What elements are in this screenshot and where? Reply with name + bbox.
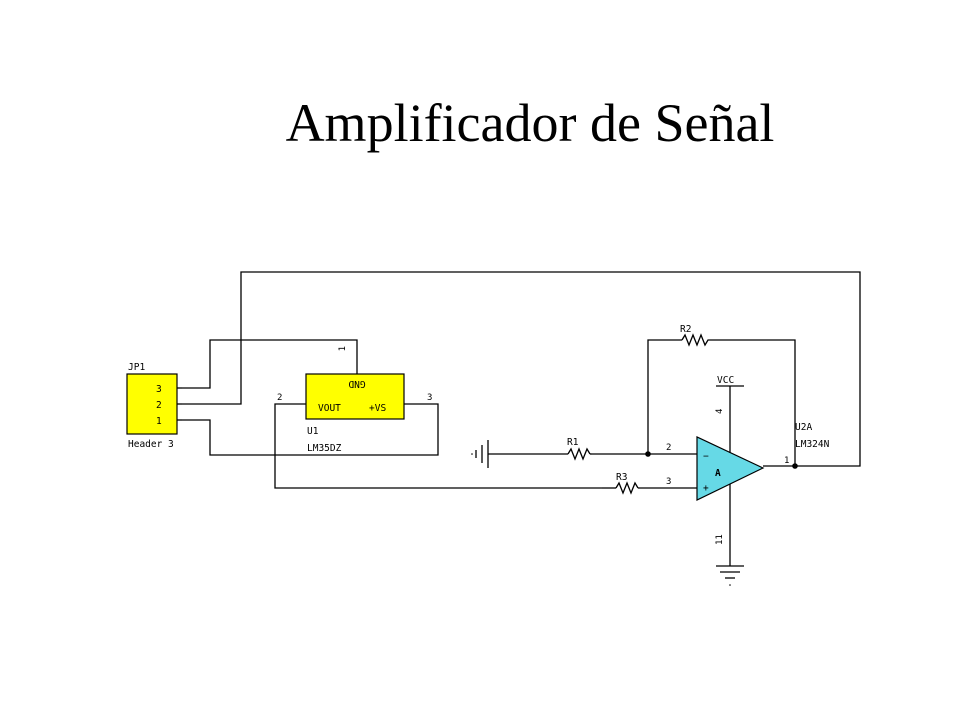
wire-header-pin1-to-vs — [182, 403, 439, 456]
jp1-ref: JP1 — [128, 362, 145, 373]
junction-dot — [792, 463, 798, 469]
u2a-ref: U2A — [795, 422, 812, 433]
wire-header-pin3-to-gnd — [182, 339, 358, 389]
resistor-r1: R1 — [550, 437, 592, 461]
opamp-pin-gnd: 11 — [715, 534, 725, 545]
jp1-pin-2: 2 — [156, 400, 162, 411]
wires — [182, 271, 861, 566]
opamp-pin-out: 1 — [784, 456, 789, 466]
jp1-value: Header 3 — [128, 439, 174, 450]
opamp-pin-vcc: 4 — [715, 409, 725, 414]
u1-vout-label: VOUT — [318, 403, 341, 414]
ground-symbol-bottom — [716, 565, 744, 586]
vcc-label: VCC — [717, 375, 734, 386]
jp1-header: JP1 3 2 1 Header 3 — [126, 362, 182, 450]
u1-body — [305, 373, 405, 420]
u1-value: LM35DZ — [307, 443, 342, 454]
wire-inv-to-r2 — [647, 339, 682, 454]
u1-gnd-label: GND — [348, 378, 365, 389]
jp1-pin-3: 3 — [156, 384, 162, 395]
opamp-plus: + — [703, 483, 709, 494]
junction-dot — [645, 451, 651, 457]
u1-ref: U1 — [307, 426, 319, 437]
resistor-r3: R3 — [602, 472, 640, 495]
page-title: Amplificador de Señal — [285, 93, 775, 153]
wire-output-to-header — [182, 271, 861, 467]
u2a-value: LM324N — [795, 439, 830, 450]
opamp-pin-inv: 2 — [666, 443, 671, 453]
u1-pin-vout: 2 — [277, 393, 282, 403]
jp1-body — [126, 373, 178, 435]
opamp-u2a: − + A 2 3 1 4 11 U2A LM324N — [666, 409, 830, 545]
jp1-pin-1: 1 — [156, 416, 162, 427]
r3-ref: R3 — [616, 472, 627, 483]
r2-ref: R2 — [680, 324, 691, 335]
opamp-pin-noninv: 3 — [666, 477, 671, 487]
wire-vcc — [716, 385, 744, 443]
ground-symbol — [471, 440, 489, 468]
u1-vs-label: +VS — [369, 403, 386, 414]
opamp-symbol: A — [715, 468, 721, 479]
u1-sensor: GND VOUT +VS 1 2 3 U1 LM35DZ — [277, 346, 432, 454]
u1-pin-vs: 3 — [427, 393, 432, 403]
opamp-minus: − — [703, 451, 709, 462]
wire-vout-to-r3 — [274, 403, 602, 489]
wire-r2-to-out — [712, 339, 796, 466]
u1-pin-gnd: 1 — [338, 346, 348, 351]
r1-ref: R1 — [567, 437, 579, 448]
resistor-r2: R2 — [680, 324, 712, 347]
